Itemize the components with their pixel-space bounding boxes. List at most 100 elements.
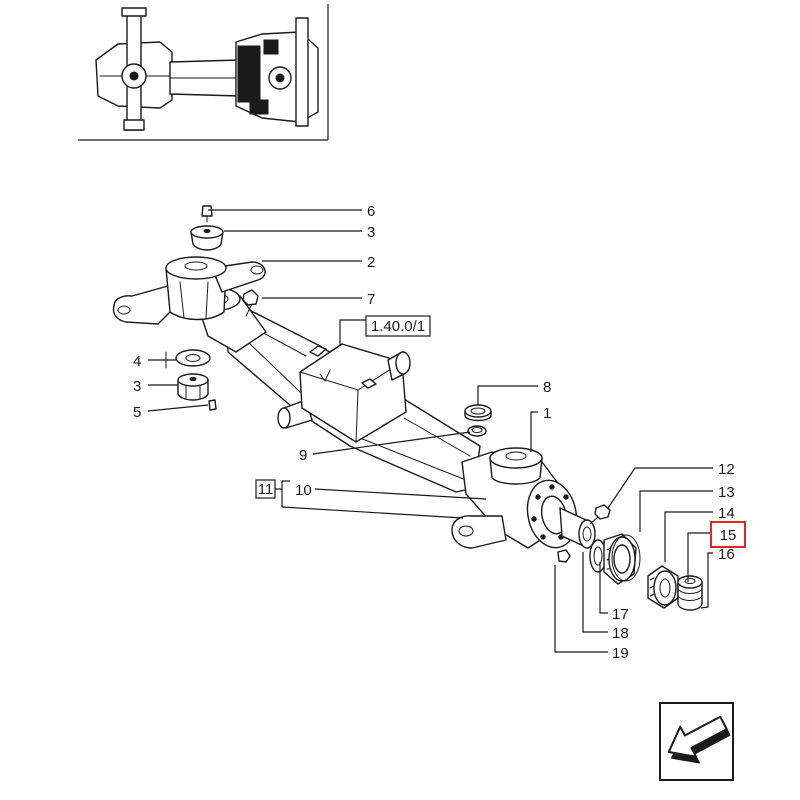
overview-inset — [78, 4, 329, 141]
inset-left-hub-center — [129, 71, 139, 81]
callout-15[interactable]: 15 — [720, 527, 737, 544]
inset-left-base — [123, 119, 145, 131]
seal-hole — [470, 407, 486, 415]
leader-reference — [339, 319, 366, 346]
leader-9 — [312, 431, 471, 455]
ring-teeth — [649, 577, 655, 597]
right-steering-knuckle — [451, 447, 578, 549]
callout-2[interactable]: 2 — [367, 254, 375, 271]
leader-10 — [314, 488, 487, 500]
seal-ring — [611, 534, 641, 582]
callout-16[interactable]: 16 — [718, 546, 735, 563]
steering-arm-hole — [458, 525, 474, 537]
bolt-hole — [531, 516, 537, 522]
housing-plug — [361, 378, 377, 389]
part-8-seal — [464, 404, 492, 422]
part-5-bolt — [208, 399, 217, 411]
housing-right-stub-end — [395, 351, 411, 375]
back-button[interactable] — [659, 702, 734, 781]
leader-12 — [607, 467, 713, 509]
front-axle-assembly — [112, 205, 703, 611]
ring-inner — [593, 546, 603, 566]
callout-15-selected[interactable]: 15 — [710, 521, 746, 548]
part-7-bolt — [242, 289, 259, 317]
leader-14 — [664, 511, 713, 562]
center-housing — [277, 343, 411, 443]
hub-sleeve — [559, 507, 596, 549]
inset-highlight-part — [263, 39, 279, 55]
knuckle-boss-hole — [184, 261, 208, 271]
bolt-head — [242, 289, 259, 306]
knuckle-boss-top — [165, 256, 227, 280]
callout-14[interactable]: 14 — [718, 505, 735, 522]
leader-18 — [582, 552, 608, 633]
inset-right-hub-center — [275, 73, 285, 83]
leader-8 — [477, 385, 538, 405]
housing-left-stub-end — [277, 407, 291, 429]
bolt-hole — [535, 494, 541, 500]
bolt-hole — [549, 484, 555, 490]
group-callout-box[interactable] — [255, 479, 276, 499]
group-callout-label[interactable]: 11 — [258, 481, 274, 498]
knuckle-boss — [165, 267, 227, 321]
reference-link[interactable]: 1.40.0/1 — [365, 315, 431, 337]
bolt-head — [594, 504, 611, 520]
bushing-splines — [677, 588, 703, 601]
arrow-down-left-icon — [667, 715, 731, 764]
callout-10[interactable]: 10 — [295, 482, 312, 499]
leader-15 — [687, 532, 711, 582]
bolt-head — [557, 549, 571, 563]
callout-4[interactable]: 4 — [133, 353, 141, 370]
inset-left-cap — [121, 7, 147, 17]
knuckle-boss-hole — [505, 451, 527, 461]
reference-link-label[interactable]: 1.40.0/1 — [371, 318, 425, 335]
callout-8[interactable]: 8 — [543, 379, 551, 396]
bearing-bore — [613, 544, 631, 574]
callout-7[interactable]: 7 — [367, 291, 375, 308]
knuckle-boss-top — [489, 447, 543, 469]
seal-top — [464, 404, 492, 418]
part-4-shim — [165, 349, 211, 369]
callout-6[interactable]: 6 — [367, 203, 375, 220]
overview-axle-drawing — [95, 7, 319, 131]
callout-12[interactable]: 12 — [718, 461, 735, 478]
bolt-head — [201, 205, 213, 217]
housing-tab — [309, 345, 327, 357]
leader-1 — [530, 411, 538, 452]
callout-3-top[interactable]: 3 — [367, 224, 375, 241]
bushing-body — [677, 581, 703, 611]
callout-5[interactable]: 5 — [133, 404, 141, 421]
callout-1[interactable]: 1 — [543, 405, 551, 422]
housing-body — [299, 343, 407, 443]
knuckle-left-arm-hole — [117, 305, 131, 315]
knuckle-steering-arm — [451, 515, 507, 549]
bolt-head — [208, 399, 217, 411]
knuckle-ribs — [179, 281, 209, 319]
callout-19[interactable]: 19 — [612, 645, 629, 662]
beam-web-line — [245, 339, 301, 393]
inset-highlight-part — [237, 45, 261, 103]
ring-bore — [659, 578, 671, 598]
leader-5 — [147, 404, 209, 412]
bushing-top — [677, 575, 703, 589]
left-steering-knuckle — [112, 256, 267, 353]
callout-17[interactable]: 17 — [612, 606, 629, 623]
callout-9[interactable]: 9 — [299, 447, 307, 464]
cap-center — [203, 228, 211, 234]
part-3-upper-cap — [190, 225, 224, 251]
ring-face — [653, 570, 677, 606]
bolt-shank — [589, 516, 599, 525]
housing-mark — [319, 369, 331, 382]
callout-18[interactable]: 18 — [612, 625, 629, 642]
callout-3-bottom[interactable]: 3 — [133, 378, 141, 395]
reference-link-box[interactable] — [365, 315, 431, 337]
part-6-bolt — [201, 205, 213, 223]
part-14-ring — [647, 565, 679, 609]
group-callout-11[interactable]: 11 — [255, 479, 276, 499]
shim-hole — [185, 354, 201, 362]
selection-highlight — [710, 521, 746, 548]
callout-13[interactable]: 13 — [718, 484, 735, 501]
housing-front-edge — [355, 389, 359, 443]
bolt-hole — [563, 494, 569, 500]
